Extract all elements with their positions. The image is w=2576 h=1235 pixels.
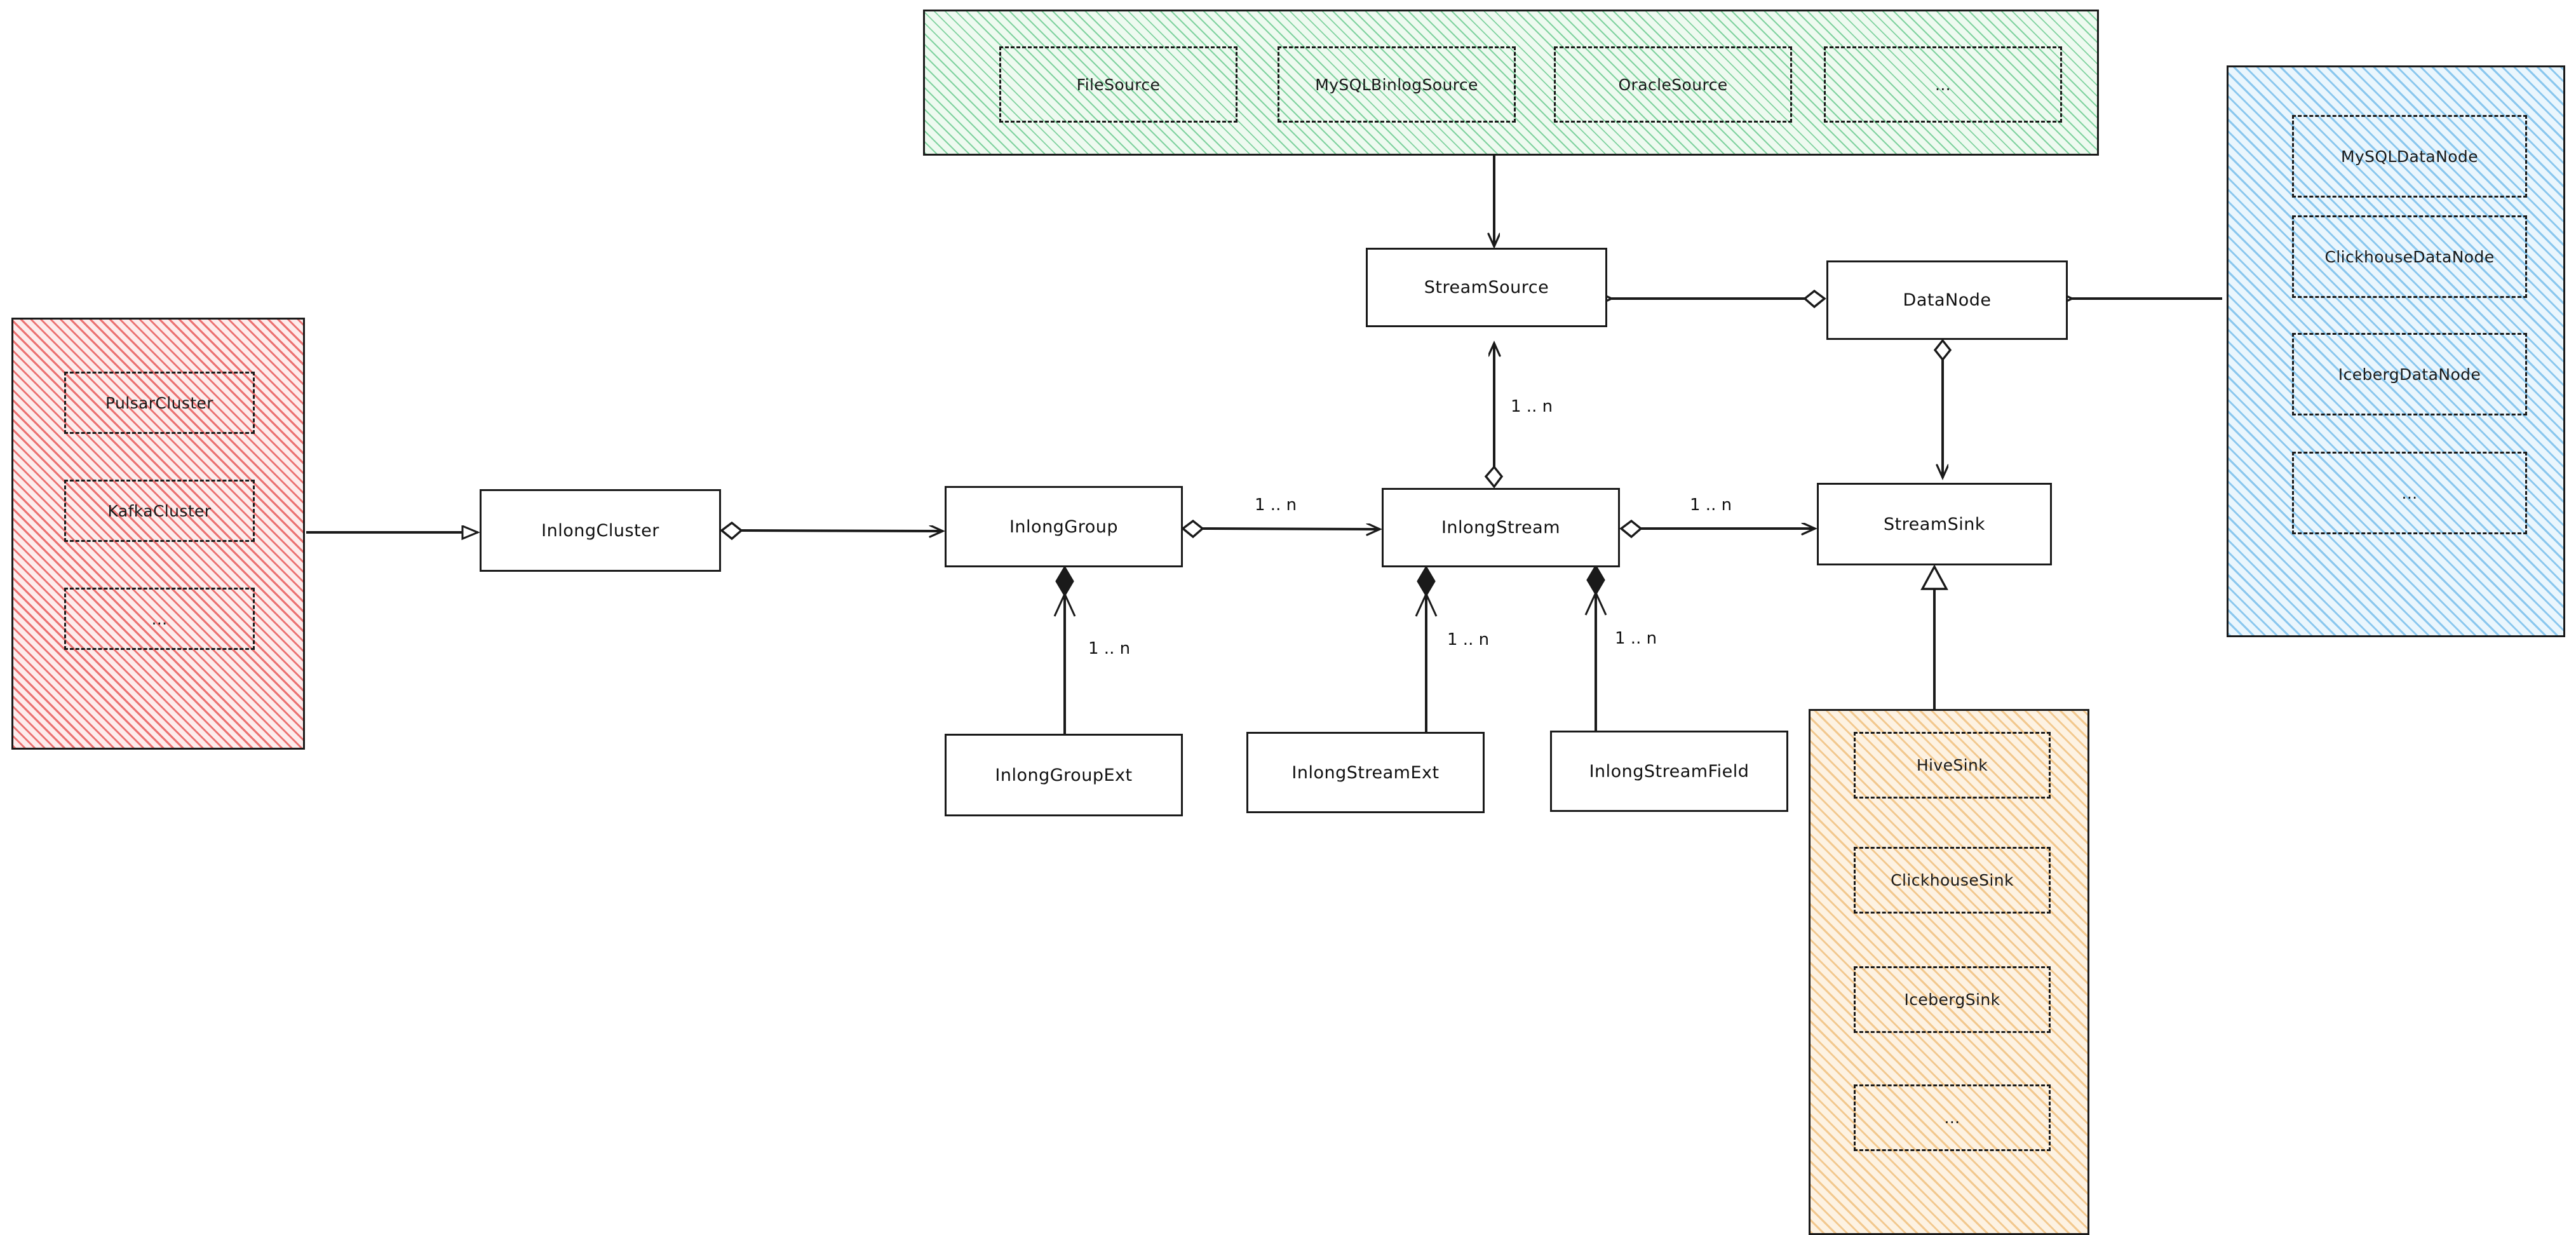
group-item-clickhousedatanode[interactable]: ClickhouseDataNode	[2292, 215, 2527, 298]
multiplicity-group-to-stream: 1 .. n	[1255, 496, 1297, 515]
group-item-label: ...	[2401, 483, 2418, 503]
entity-inlongcluster[interactable]: InlongCluster	[480, 489, 721, 572]
group-item-label: HiveSink	[1916, 756, 1988, 774]
group-item-label: FileSource	[1076, 75, 1161, 94]
group-item-sink-ellipsis[interactable]: ...	[1854, 1084, 2051, 1151]
edge-sinkgroup-to-streamsink	[1920, 564, 1948, 709]
group-item-label: ...	[151, 609, 168, 628]
entity-label: InlongCluster	[541, 520, 659, 541]
group-item-mysqldatanode[interactable]: MySQLDataNode	[2292, 115, 2527, 198]
group-item-label: ...	[1934, 75, 1952, 94]
edge-inlongstreamfield-to-inlongstream	[1584, 564, 1607, 731]
group-item-clickhousesink[interactable]: ClickhouseSink	[1854, 847, 2051, 914]
edge-inlonggroup-to-inlongstream	[1181, 519, 1380, 539]
sink-group: HiveSink ClickhouseSink IcebergSink ...	[1809, 709, 2089, 1235]
entity-label: StreamSource	[1424, 278, 1549, 297]
multiplicity-group-to-groupext: 1 .. n	[1088, 639, 1131, 658]
edge-inlonggroupext-to-inlonggroup	[1053, 565, 1076, 734]
group-item-label: PulsarCluster	[105, 393, 213, 412]
edge-datanode-to-streamsource	[1612, 289, 1826, 309]
entity-streamsource[interactable]: StreamSource	[1366, 248, 1607, 327]
group-item-label: ClickhouseSink	[1891, 871, 2014, 889]
entity-inlonggroupext[interactable]: InlongGroupExt	[945, 734, 1183, 816]
entity-inlongstream[interactable]: InlongStream	[1382, 488, 1620, 567]
entity-datanode[interactable]: DataNode	[1826, 260, 2068, 340]
entity-streamsink[interactable]: StreamSink	[1817, 483, 2052, 565]
cluster-group: PulsarCluster KafkaCluster ...	[11, 318, 305, 750]
group-item-label: ClickhouseDataNode	[2324, 247, 2495, 266]
entity-label: InlongGroup	[1009, 516, 1119, 537]
group-item-label: MySQLDataNode	[2341, 147, 2478, 166]
entity-inlongstreamext[interactable]: InlongStreamExt	[1246, 732, 1485, 813]
group-item-label: IcebergSink	[1904, 990, 2000, 1009]
multiplicity-stream-to-sink: 1 .. n	[1690, 496, 1732, 515]
multiplicity-stream-to-streamfield: 1 .. n	[1615, 629, 1657, 648]
multiplicity-stream-to-source: 1 .. n	[1511, 397, 1553, 416]
group-item-label: IcebergDataNode	[2338, 365, 2481, 384]
entity-label: InlongStream	[1441, 518, 1561, 537]
edge-inlongstream-to-streamsource	[1484, 343, 1504, 489]
group-item-label: ...	[1944, 1109, 1960, 1127]
group-item-label: KafkaCluster	[107, 501, 212, 520]
group-item-mysqlbinlogsource[interactable]: MySQLBinlogSource	[1278, 46, 1516, 123]
entity-label: InlongGroupExt	[995, 765, 1133, 785]
edge-inlongstreamext-to-inlongstream	[1415, 565, 1438, 732]
group-item-source-ellipsis[interactable]: ...	[1824, 46, 2062, 123]
group-item-pulsarcluster[interactable]: PulsarCluster	[64, 372, 255, 434]
entity-inlonggroup[interactable]: InlongGroup	[945, 486, 1183, 567]
multiplicity-stream-to-streamext: 1 .. n	[1447, 630, 1490, 649]
edge-inlongstream-to-streamsink	[1619, 519, 1815, 539]
datanode-group: MySQLDataNode ClickhouseDataNode Iceberg…	[2227, 65, 2565, 637]
entity-label: StreamSink	[1883, 514, 1986, 534]
group-item-label: MySQLBinlogSource	[1315, 75, 1478, 94]
edge-inlongcluster-to-inlonggroup	[720, 521, 943, 541]
entity-label: DataNode	[1903, 290, 1992, 310]
group-item-hivesink[interactable]: HiveSink	[1854, 732, 2051, 799]
group-item-kafkacluster[interactable]: KafkaCluster	[64, 480, 255, 542]
group-item-cluster-ellipsis[interactable]: ...	[64, 588, 255, 650]
group-item-icebergdatanode[interactable]: IcebergDataNode	[2292, 333, 2527, 415]
source-group: FileSource MySQLBinlogSource OracleSourc…	[923, 10, 2099, 156]
entity-inlongstreamfield[interactable]: InlongStreamField	[1550, 731, 1788, 812]
group-item-label: OracleSource	[1618, 75, 1728, 94]
entity-label: InlongStreamExt	[1291, 762, 1440, 783]
entity-label: InlongStreamField	[1589, 761, 1750, 781]
group-item-icebergsink[interactable]: IcebergSink	[1854, 966, 2051, 1033]
group-item-filesource[interactable]: FileSource	[999, 46, 1237, 123]
group-item-oraclesource[interactable]: OracleSource	[1554, 46, 1792, 123]
edge-datanode-to-streamsink	[1933, 339, 1952, 478]
group-item-datanode-ellipsis[interactable]: ...	[2292, 452, 2527, 534]
